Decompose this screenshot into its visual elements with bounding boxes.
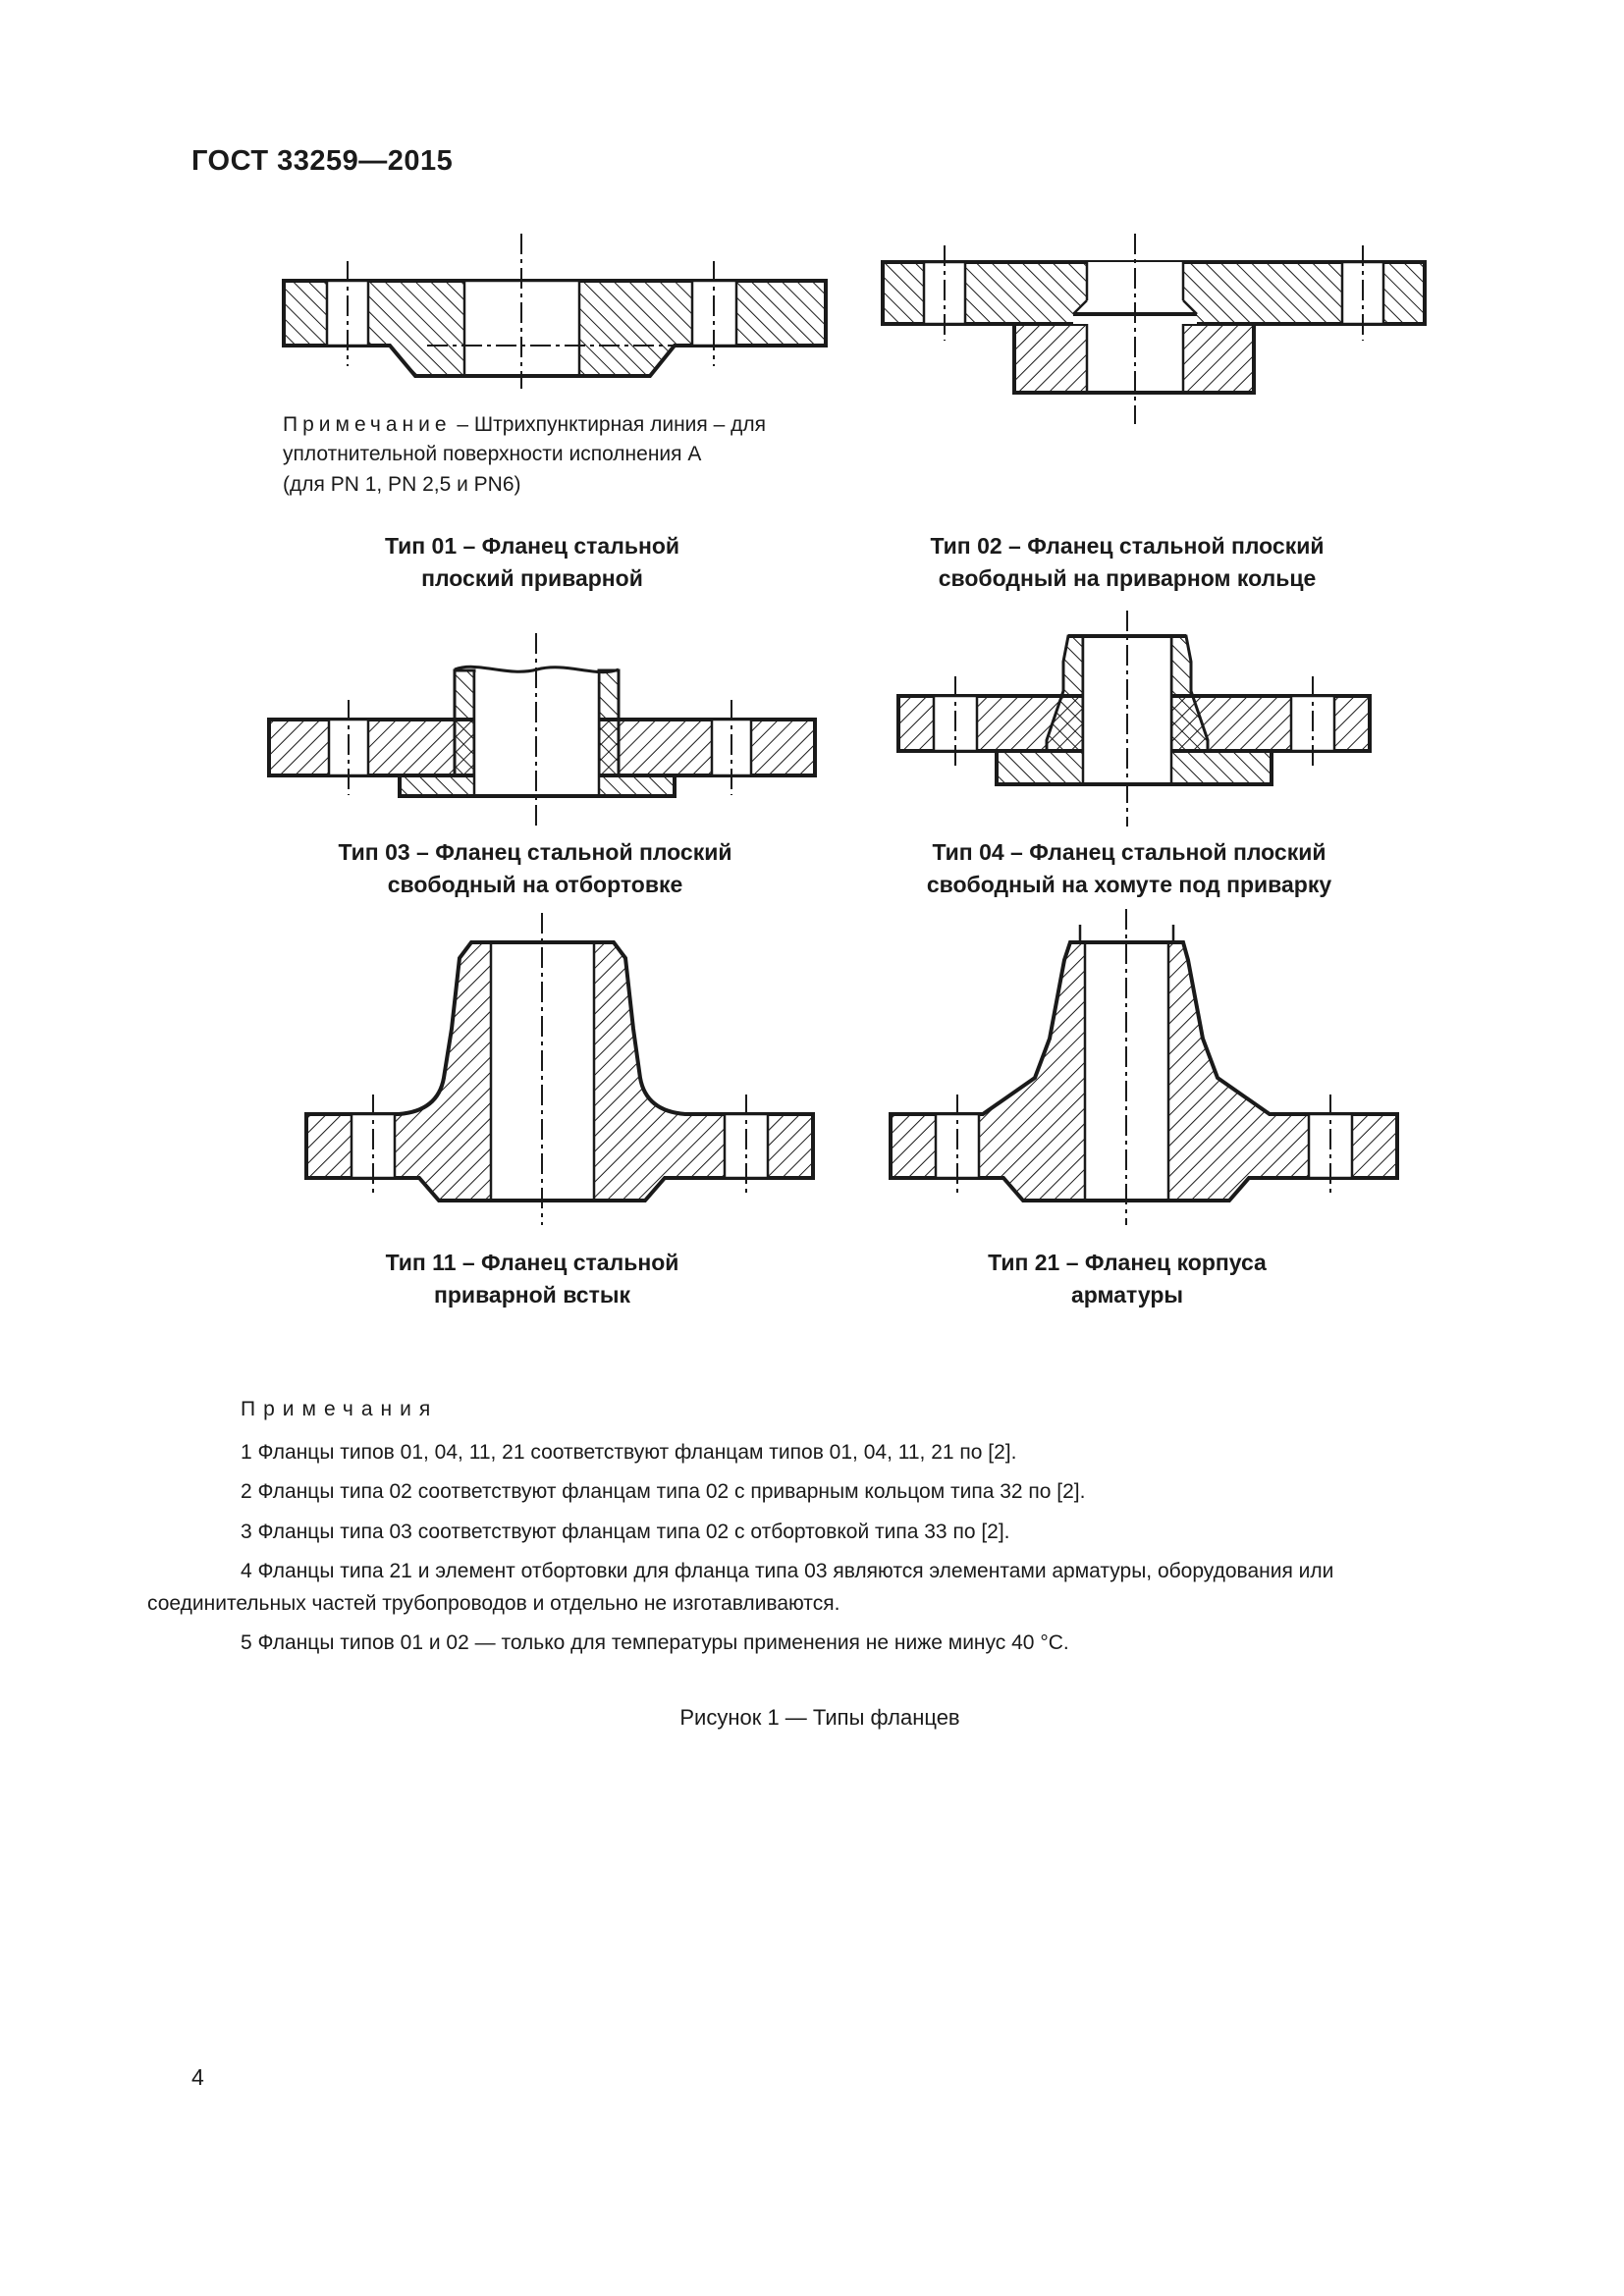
figure-note-rest: – Штрихпунктирная линия – для <box>451 413 766 436</box>
label-type-04: Тип 04 – Фланец стальной плоский свободн… <box>926 839 1332 897</box>
centerlines <box>944 234 1364 424</box>
figure-note-label: Примечание <box>283 413 452 436</box>
figure-note-line-2: уплотнительной поверхности исполнения А <box>283 443 702 466</box>
flange-drawing-type-02 <box>881 234 1427 424</box>
note-item-3: 3 Фланцы типа 03 соответствуют фланцам т… <box>241 1520 1010 1543</box>
standard-code-header: ГОСТ 33259—2015 <box>191 145 454 177</box>
flange-body <box>304 940 815 1202</box>
centerlines <box>348 633 732 828</box>
note-item-1: 1 Фланцы типов 01, 04, 11, 21 соответств… <box>241 1440 1017 1464</box>
note-item-4: 4 Фланцы типа 21 и элемент отбортовки дл… <box>147 1560 1334 1615</box>
label-type-11: Тип 11 – Фланец стальной приварной встык <box>385 1250 679 1308</box>
figure-caption: Рисунок 1 — Типы фланцев <box>679 1705 960 1730</box>
notes-heading: Примечания <box>241 1398 439 1420</box>
flange-drawing-type-11 <box>304 913 815 1225</box>
label-type-03: Тип 03 – Фланец стальной плоский свободн… <box>338 839 732 897</box>
notes-section: Примечания 1 Фланцы типов 01, 04, 11, 21… <box>147 1394 1492 1668</box>
flange-drawing-type-21 <box>889 909 1399 1225</box>
page-number: 4 <box>191 2064 204 2090</box>
figure-note-line-1: Примечание – Штрихпунктирная линия – для <box>283 410 850 440</box>
flange-body <box>282 279 828 378</box>
flange-drawing-type-03 <box>267 633 817 828</box>
note-item-5: 5 Фланцы типов 01 и 02 — только для темп… <box>241 1631 1069 1655</box>
flange-body <box>889 925 1399 1202</box>
label-type-01: Тип 01 – Фланец стальной плоский приварн… <box>384 533 680 591</box>
body-continuation-marks <box>1078 925 1175 942</box>
centerlines <box>372 913 747 1225</box>
centerlines <box>347 234 715 389</box>
flange-drawing-type-04 <box>896 611 1372 827</box>
note-item-2: 2 Фланцы типа 02 соответствуют фланцам т… <box>241 1480 1086 1504</box>
flange-body <box>881 260 1427 395</box>
flange-drawing-type-01 <box>282 234 828 389</box>
figure-note: Примечание – Штрихпунктирная линия – для… <box>283 410 850 500</box>
label-type-21: Тип 21 – Фланец корпуса арматуры <box>988 1250 1267 1308</box>
centerlines <box>954 611 1314 827</box>
label-type-02: Тип 02 – Фланец стальной плоский свободн… <box>930 533 1325 591</box>
centerlines <box>956 909 1331 1225</box>
figure-note-line-3: (для PN 1, PN 2,5 и PN6) <box>283 472 521 496</box>
